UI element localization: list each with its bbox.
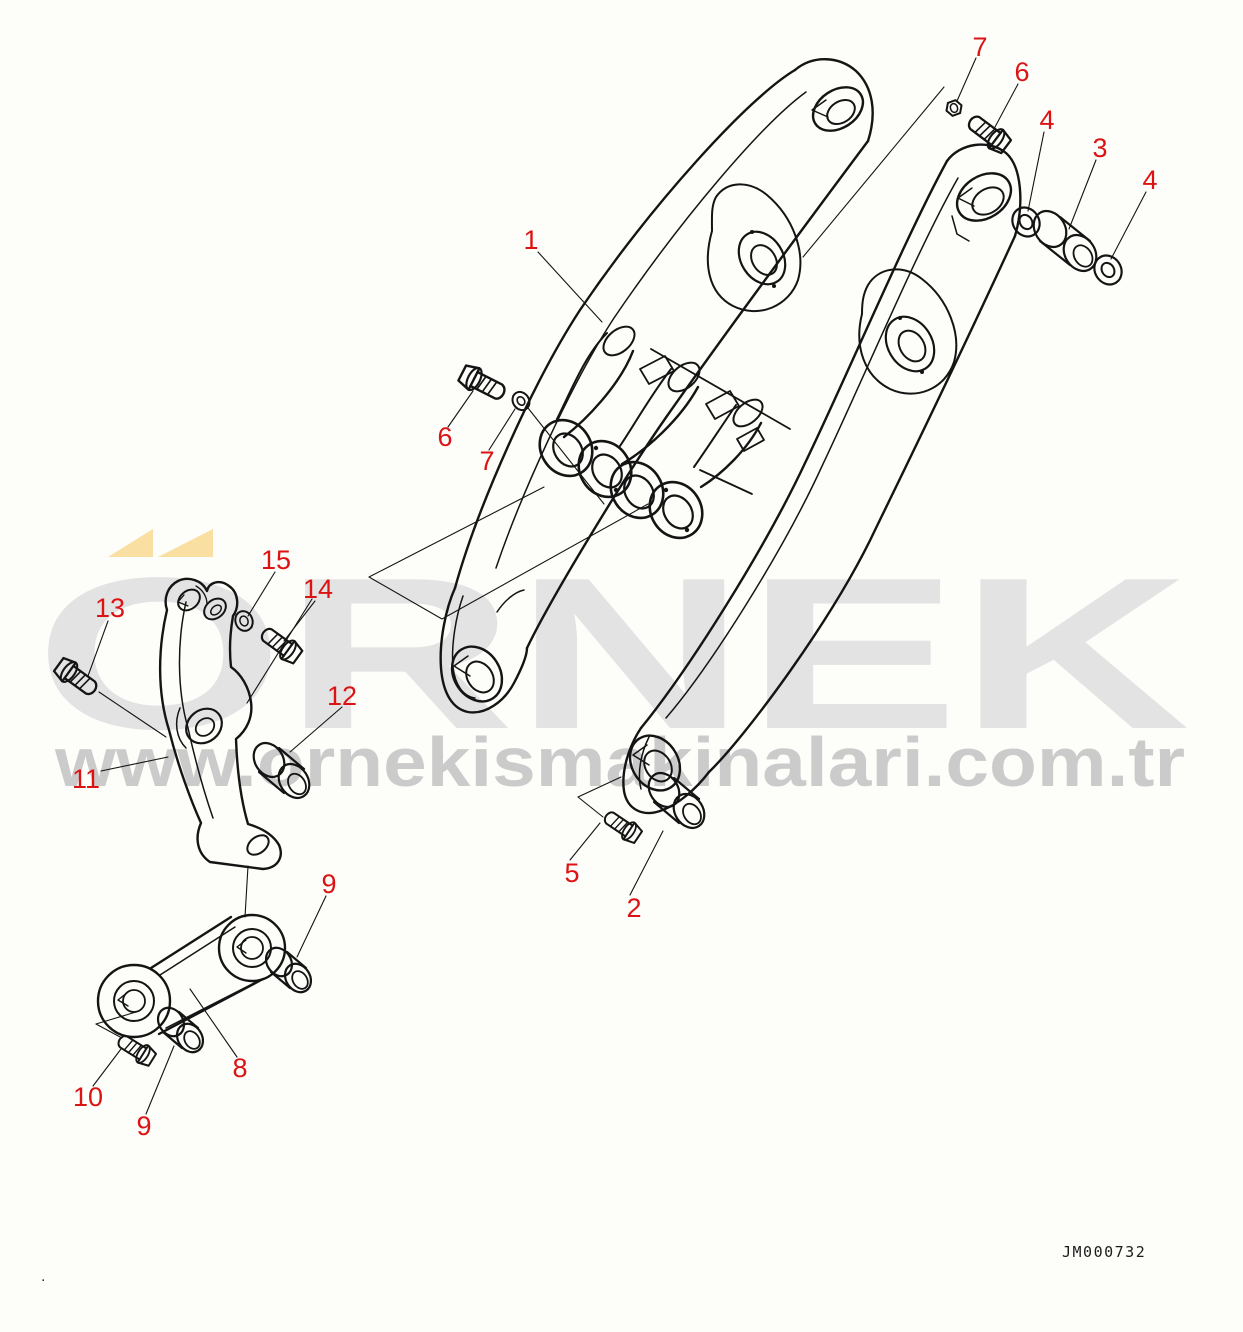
bolt-5: [603, 811, 644, 844]
washer-4-right: [1093, 254, 1123, 286]
cross-member-ring-bosses: [538, 418, 704, 540]
logo-triangle-icon: [158, 529, 213, 557]
callout-9-upper: 9: [321, 869, 336, 899]
callout-4-left: 4: [1039, 105, 1054, 135]
arm-top-eye: [955, 172, 1013, 222]
bolt-10: [117, 1035, 158, 1067]
callout-6-top: 6: [1014, 57, 1029, 87]
bushing-12: [252, 741, 311, 800]
drawing-code: JM000732: [1062, 1243, 1146, 1261]
arm-mid-boss: [706, 183, 802, 313]
callout-7-top: 7: [972, 32, 987, 62]
callout-10: 10: [73, 1082, 103, 1112]
leader-lines: [87, 57, 1147, 1115]
bellcrank-foot-eye: [246, 834, 270, 856]
callout-12: 12: [327, 681, 357, 711]
bellcrank-center-eye: [185, 707, 223, 745]
washer-4-left: [1011, 206, 1041, 238]
arm-clevis: [439, 586, 529, 714]
watermark: ORNEK www.ornekismakinalari.com.tr: [35, 529, 1190, 801]
callout-15: 15: [261, 545, 291, 575]
bushing-3: [1032, 209, 1098, 273]
nut-7-top: [945, 99, 963, 117]
watermark-brand-text: ORNEK: [35, 532, 1190, 774]
callout-2: 2: [626, 893, 641, 923]
callout-labels: 1 2 3 4 4 5 6 6 7 7 8 9 9 10 11 12 13 14…: [72, 32, 1158, 1141]
nut-15: [234, 610, 254, 632]
lift-arm-rear: [622, 143, 1022, 815]
callout-8: 8: [232, 1053, 247, 1083]
cross-member: [538, 325, 791, 540]
lift-arm-front: [439, 58, 874, 714]
bellcrank: [158, 577, 282, 871]
bushing-9-lower: [156, 1006, 205, 1054]
callout-7-mid: 7: [479, 446, 494, 476]
watermark-url-text: www.ornekismakinalari.com.tr: [54, 723, 1185, 801]
bolt-6-mid: [457, 364, 506, 400]
callout-5: 5: [564, 858, 579, 888]
corner-mark: .: [41, 1268, 45, 1285]
callout-13: 13: [95, 593, 125, 623]
bushing-9-upper: [264, 946, 313, 994]
callout-9-lower: 9: [136, 1111, 151, 1141]
callout-11: 11: [72, 764, 100, 794]
bolt-6-top: [967, 115, 1013, 155]
bellcrank-top-eye: [177, 588, 201, 612]
callout-4-right: 4: [1142, 165, 1157, 195]
machine-line-art: [52, 57, 1147, 1115]
callout-1: 1: [523, 225, 538, 255]
washer-7-mid: [511, 390, 531, 412]
callout-6-mid: 6: [437, 422, 452, 452]
bellcrank-top-eye: [203, 597, 227, 621]
bolt-14: [260, 627, 304, 665]
arm-top-eye: [811, 86, 865, 132]
logo-triangle-icon: [108, 529, 153, 557]
bushing-2: [647, 771, 706, 830]
bolt-13: [52, 656, 98, 696]
link-bar: [96, 913, 287, 1039]
callout-14: 14: [303, 574, 333, 604]
arm-mid-boss: [858, 268, 958, 395]
callout-3: 3: [1092, 133, 1107, 163]
